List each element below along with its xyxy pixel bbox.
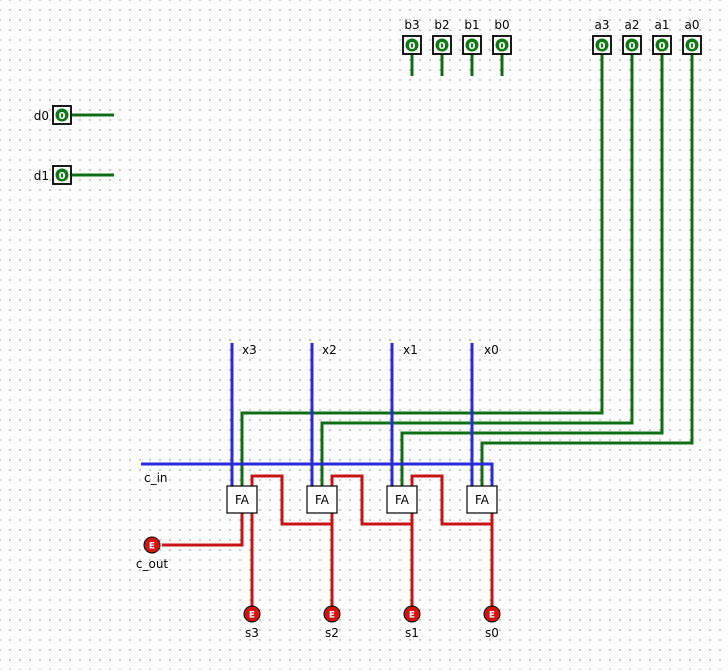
pin-label: a3	[595, 18, 610, 32]
input-pin-b3[interactable]: b3 0	[402, 18, 422, 55]
pin-label: b1	[464, 18, 479, 32]
input-pin-d1[interactable]: d1 0	[34, 165, 72, 185]
input-pin-d0[interactable]: d0 0	[34, 105, 72, 125]
pin-value: 0	[599, 41, 606, 52]
full-adder-label: FA	[395, 493, 410, 507]
led-value: E	[249, 611, 255, 621]
x2-label: x2	[322, 343, 337, 357]
pin-label: s1	[405, 626, 419, 640]
full-adder-1[interactable]: FA	[386, 485, 418, 514]
x0-label: x0	[484, 343, 499, 357]
output-pin-s0[interactable]: E s0	[483, 605, 501, 640]
pin-label: d0	[34, 109, 49, 123]
pin-value: 0	[59, 111, 66, 122]
pin-label: s0	[485, 626, 499, 640]
full-adder-0[interactable]: FA	[466, 485, 498, 514]
input-pin-b1[interactable]: b1 0	[462, 18, 482, 55]
input-pin-b2[interactable]: b2 0	[432, 18, 452, 55]
input-pin-a0[interactable]: a0 0	[682, 18, 702, 55]
full-adder-2[interactable]: FA	[306, 485, 338, 514]
pin-label: b3	[404, 18, 419, 32]
pin-value: 0	[409, 41, 416, 52]
pin-value: 0	[59, 171, 66, 182]
led-value: E	[489, 611, 495, 621]
x3-label: x3	[242, 343, 257, 357]
wire-a2	[320, 54, 634, 486]
input-pin-a3[interactable]: a3 0	[592, 18, 612, 55]
pin-label: s3	[245, 626, 259, 640]
output-pin-s2[interactable]: E s2	[323, 605, 341, 640]
pin-label: d1	[34, 169, 49, 183]
wire-a3	[240, 54, 604, 486]
input-pin-a2[interactable]: a2 0	[622, 18, 642, 55]
x1-label: x1	[403, 343, 418, 357]
wire-c-in	[141, 462, 494, 486]
pin-label: c_out	[136, 557, 169, 571]
full-adder-3[interactable]: FA	[226, 485, 258, 514]
pin-label: a0	[685, 18, 700, 32]
output-pin-s1[interactable]: E s1	[403, 605, 421, 640]
pin-value: 0	[499, 41, 506, 52]
pin-value: 0	[629, 41, 636, 52]
pin-label: b0	[494, 18, 509, 32]
pin-value: 0	[469, 41, 476, 52]
input-pin-a1[interactable]: a1 0	[652, 18, 672, 55]
led-value: E	[329, 611, 335, 621]
full-adder-label: FA	[475, 493, 490, 507]
full-adder-label: FA	[315, 493, 330, 507]
full-adder-label: FA	[235, 493, 250, 507]
output-pin-c-out[interactable]: E c_out	[136, 536, 169, 571]
pin-label: b2	[434, 18, 449, 32]
wire-c-out	[162, 513, 244, 547]
pin-value: 0	[659, 41, 666, 52]
c-in-label: c_in	[144, 471, 168, 485]
output-pin-s3[interactable]: E s3	[243, 605, 261, 640]
wire-a1	[400, 54, 664, 486]
pin-label: s2	[325, 626, 339, 640]
led-value: E	[149, 542, 155, 552]
pin-label: a1	[655, 18, 670, 32]
pin-value: 0	[689, 41, 696, 52]
pin-label: a2	[625, 18, 640, 32]
led-value: E	[409, 611, 415, 621]
pin-value: 0	[439, 41, 446, 52]
input-pin-b0[interactable]: b0 0	[492, 18, 512, 55]
